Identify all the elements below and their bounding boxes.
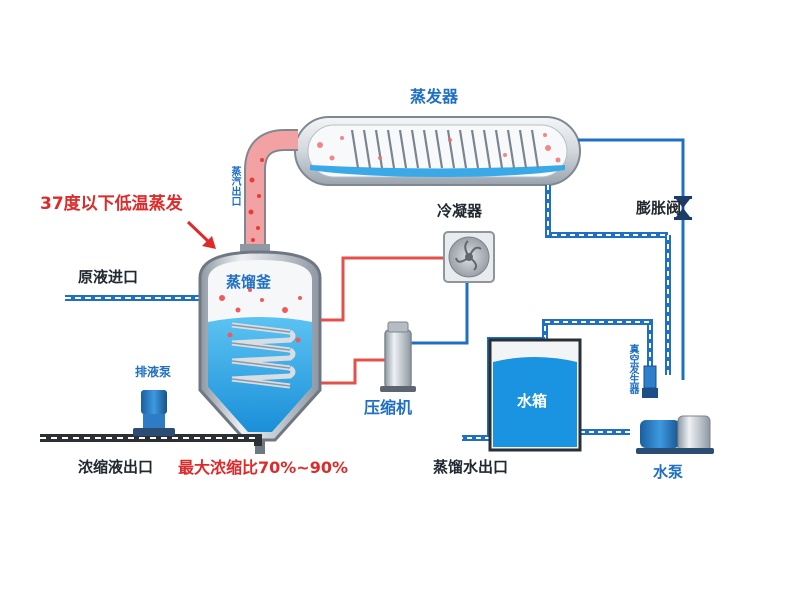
evaporator-coil xyxy=(350,129,540,169)
compressor-label: 压缩机 xyxy=(364,398,413,417)
concentrate-outlet-label: 浓缩液出口 xyxy=(78,458,154,476)
condenser-label: 冷凝器 xyxy=(437,202,483,220)
concentrate-outlet-line xyxy=(40,434,262,446)
expansion-valve-label: 膨胀阀 xyxy=(636,199,682,217)
low-temp-arrow xyxy=(186,220,216,249)
low-temp-note: 37度以下低温蒸发 xyxy=(40,194,183,214)
discharge-pump-label: 排液泵 xyxy=(135,365,172,379)
red-pipes xyxy=(318,256,467,385)
raw-inlet-label: 原液进口 xyxy=(78,268,139,286)
discharge-pump xyxy=(133,390,175,436)
distill-tank-label: 蒸馏釜 xyxy=(226,273,272,291)
evaporator xyxy=(294,116,581,186)
distillation-tank xyxy=(198,250,322,454)
water-pump-label: 水泵 xyxy=(653,463,684,481)
steam-outlet-label: 蒸汽出口 xyxy=(229,166,240,206)
max-concentration-label: 最大浓缩比70%~90% xyxy=(178,458,349,477)
water-tank xyxy=(488,338,582,452)
evaporator-label: 蒸发器 xyxy=(410,87,459,106)
distilled-water-outlet-label: 蒸馏水出口 xyxy=(433,458,509,476)
vacuum-generator xyxy=(642,365,658,398)
water-tank-label: 水箱 xyxy=(517,392,548,410)
steam-outlet-pipe xyxy=(240,129,298,252)
compressor xyxy=(380,321,416,392)
vacuum-generator-label: 真空发生器 xyxy=(627,344,638,394)
expansion-valve xyxy=(674,196,692,220)
condenser xyxy=(443,231,495,283)
water-pump xyxy=(636,415,714,454)
